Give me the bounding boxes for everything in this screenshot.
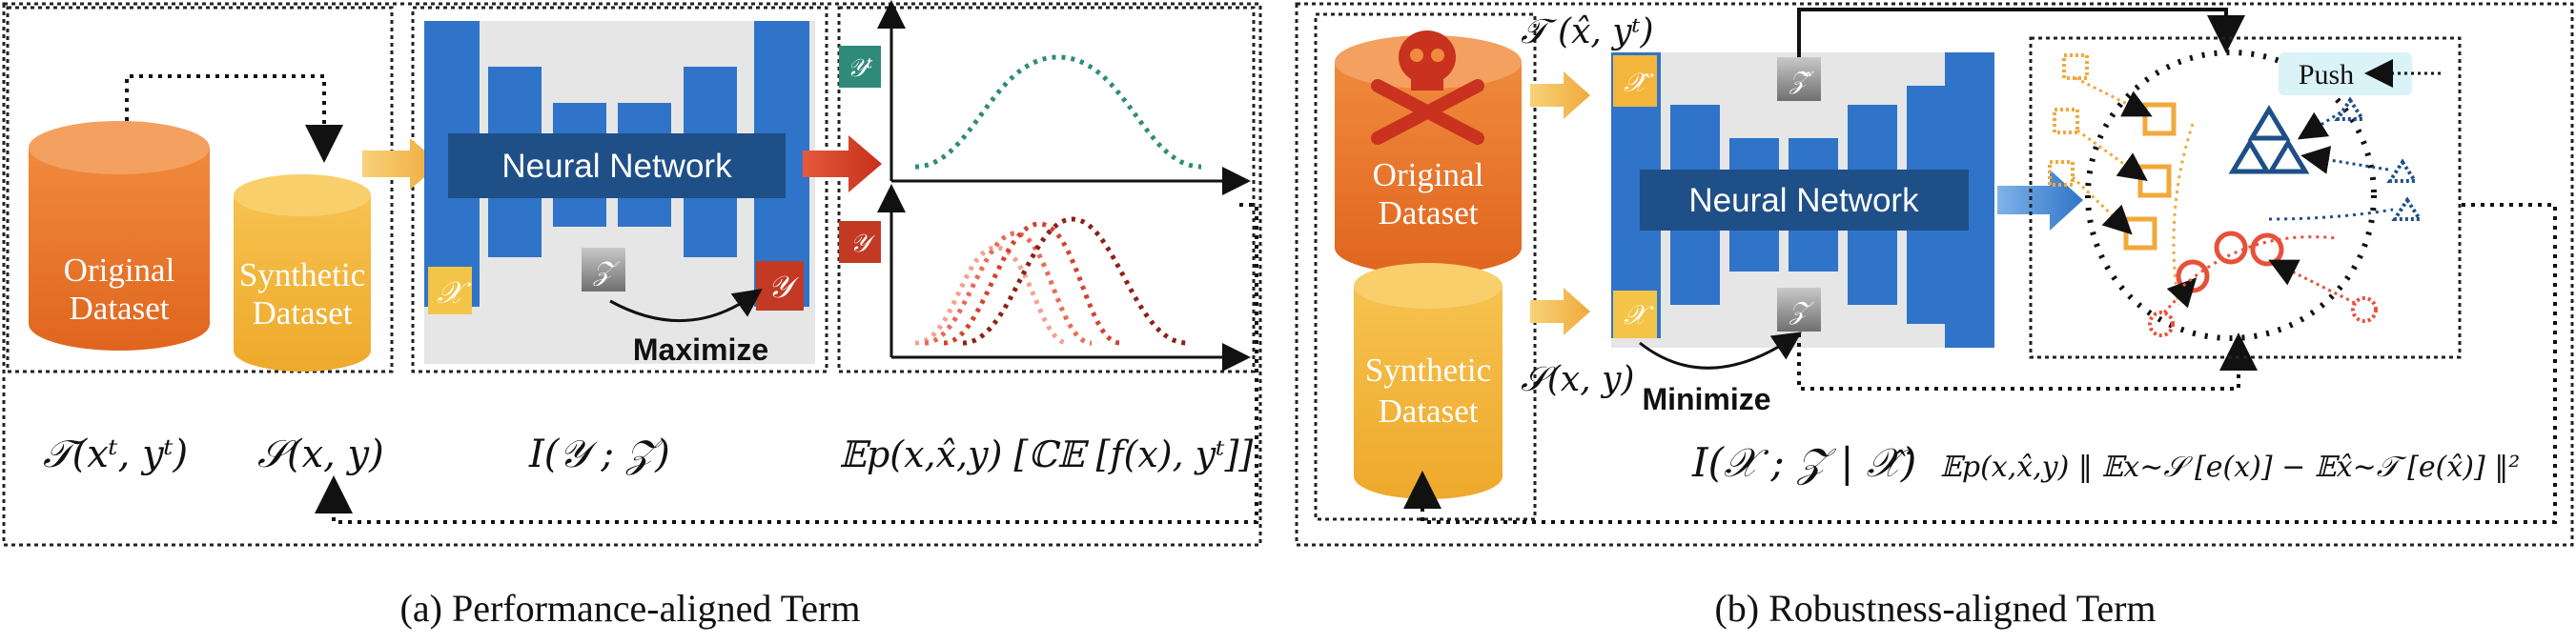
panel-a-network-frame xyxy=(411,6,828,373)
synthetic-dataset-label-1: Synthetic xyxy=(239,256,365,293)
target-y-symbol: 𝒴ᵗ xyxy=(848,54,873,83)
embedding-space: Push xyxy=(2048,50,2441,341)
original-dataset-label-1: Original xyxy=(64,252,175,289)
synthetic-dataset-b-label-1: Synthetic xyxy=(1365,352,1491,389)
output-y-box-a xyxy=(756,261,804,311)
z-to-space-arrow xyxy=(1797,332,2258,391)
feedback-loop-b xyxy=(1403,203,2557,524)
output-distribution-plot: 𝒴 xyxy=(839,184,1251,372)
output-arrow xyxy=(803,135,882,192)
network-label-b: Neural Network xyxy=(1688,182,1919,219)
panel-a-plot-frame xyxy=(837,6,1256,373)
synthetic-dataset-b: Synthetic Dataset xyxy=(1354,263,1503,499)
synthetic-input-arrow xyxy=(1530,288,1590,335)
panel-b-outer-frame xyxy=(1295,2,2574,547)
panel-a-dataset-frame xyxy=(6,6,394,373)
input-x-box-a xyxy=(428,267,472,314)
synthetic-dataset-b-label-2: Dataset xyxy=(1379,392,1479,430)
formula-ce-a: 𝔼p(x,x̂,y) [ℂ𝔼 [f(x), yᵗ]] xyxy=(839,433,1253,475)
panel-b: Original Dataset Synthetic Dataset 𝒯 (x̂… xyxy=(1295,2,2574,630)
panel-a: Original Dataset Synthetic Dataset Neura… xyxy=(2,0,1262,630)
latent-z-box-a xyxy=(582,248,625,292)
formula-synthetic-a: 𝒮(x, y) xyxy=(257,433,384,476)
panel-b-dataset-frame xyxy=(1314,12,1537,521)
feedback-loop-a xyxy=(315,203,1258,524)
formula-dist-b: 𝔼p(x,x̂,y) ‖ 𝔼x∼𝒮 [e(x)] − 𝔼x̂∼𝒯 [e(x̂)]… xyxy=(1940,451,2520,484)
poisoned-input-arrow xyxy=(1530,71,1590,119)
poisoned-original-dataset: Original Dataset xyxy=(1335,30,1522,274)
synthetic-dataset-label-2: Dataset xyxy=(253,294,353,332)
minimize-label: Minimize xyxy=(1642,382,1770,416)
data-input-arrow xyxy=(362,138,440,190)
target-curve xyxy=(914,54,1202,170)
latent-zhat-box xyxy=(1777,57,1821,101)
formula-target-a: 𝒯(xᵗ, yᵗ) xyxy=(43,433,188,476)
zhat-to-space-arrow xyxy=(1797,8,2245,57)
original-to-synthetic-arrow xyxy=(125,74,343,163)
latent-z-box-b xyxy=(1777,288,1821,332)
panel-a-outer-frame xyxy=(2,2,1262,547)
poisoned-dataset-label-1: Original xyxy=(1373,156,1484,193)
skull-crossbones-icon xyxy=(1371,30,1484,145)
network-label-a: Neural Network xyxy=(501,148,732,185)
embedding-space-frame xyxy=(2029,36,2462,359)
neural-network-a: Neural Network xyxy=(424,21,815,364)
poisoned-dataset-label-2: Dataset xyxy=(1379,194,1479,231)
original-dataset-label-2: Dataset xyxy=(70,290,170,327)
formula-mi-a: I(𝒴 ; 𝒵) xyxy=(528,433,670,476)
target-distribution-plot: 𝒴ᵗ xyxy=(839,0,1251,195)
synthetic-dataset-cylinder: Synthetic Dataset xyxy=(234,174,371,372)
caption-a: (a) Performance-aligned Term xyxy=(400,587,861,630)
original-dataset-cylinder: Original Dataset xyxy=(29,121,210,351)
maximize-label: Maximize xyxy=(633,332,768,367)
maximize-arc xyxy=(609,289,763,323)
formula-mi-b: I(𝒳 ; 𝒵 | 𝒳̂) xyxy=(1691,439,1916,486)
embedding-output-arrow xyxy=(1997,170,2083,231)
push-label: Push xyxy=(2299,59,2354,91)
input-x-box-b xyxy=(1613,291,1657,338)
caption-b: (b) Robustness-aligned Term xyxy=(1714,587,2156,630)
minimize-arc xyxy=(1639,332,1802,370)
formula-target-b: 𝒯 (x̂, yᵗ) xyxy=(1521,12,1654,51)
input-xhat-box xyxy=(1613,55,1657,107)
formula-synthetic-b: 𝒮(x, y) xyxy=(1521,360,1634,399)
